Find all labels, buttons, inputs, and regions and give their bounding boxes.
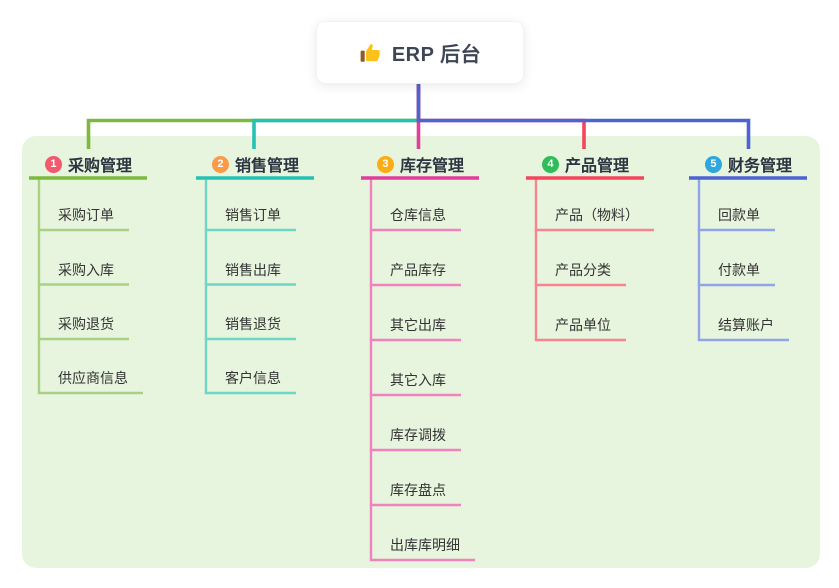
child-node[interactable]: 产品分类 bbox=[555, 262, 611, 278]
child-node[interactable]: 产品库存 bbox=[390, 262, 446, 278]
child-node[interactable]: 付款单 bbox=[718, 262, 760, 278]
branch-node-3[interactable]: 3 库存管理 bbox=[362, 151, 479, 177]
child-node[interactable]: 产品（物料） bbox=[555, 207, 639, 223]
child-node[interactable]: 供应商信息 bbox=[58, 370, 128, 386]
child-node[interactable]: 结算账户 bbox=[718, 317, 774, 333]
child-node[interactable]: 其它出库 bbox=[390, 317, 446, 333]
branch-label: 财务管理 bbox=[727, 158, 792, 175]
child-node[interactable]: 销售出库 bbox=[225, 261, 281, 278]
child-node[interactable]: 库存盘点 bbox=[390, 482, 446, 498]
child-node[interactable]: 客户信息 bbox=[225, 370, 281, 386]
branch-node-1[interactable]: 1 采购管理 bbox=[30, 151, 147, 177]
branch-index-badge: 1 bbox=[44, 155, 62, 173]
branch-label: 采购管理 bbox=[67, 158, 132, 175]
branch-index-badge: 2 bbox=[211, 155, 229, 173]
branch-label: 库存管理 bbox=[399, 158, 464, 175]
child-node[interactable]: 产品单位 bbox=[555, 317, 611, 333]
child-node[interactable]: 回款单 bbox=[718, 207, 760, 223]
root-node[interactable]: ERP 后台 bbox=[316, 21, 524, 84]
child-node[interactable]: 采购入库 bbox=[58, 261, 114, 278]
root-title: ERP 后台 bbox=[391, 44, 482, 66]
child-node[interactable]: 采购退货 bbox=[58, 316, 114, 332]
branch-node-2[interactable]: 2 销售管理 bbox=[197, 151, 314, 177]
branch-index-badge: 3 bbox=[376, 155, 394, 173]
child-node[interactable]: 其它入库 bbox=[390, 372, 446, 388]
branch-index-badge: 4 bbox=[541, 155, 559, 173]
branch-label: 销售管理 bbox=[234, 158, 299, 175]
branch-node-4[interactable]: 4 产品管理 bbox=[527, 151, 644, 177]
child-node[interactable]: 出库库明细 bbox=[390, 537, 460, 553]
thumbs-up-icon bbox=[359, 41, 383, 65]
child-node[interactable]: 采购订单 bbox=[58, 207, 114, 223]
branch-label: 产品管理 bbox=[564, 158, 629, 175]
child-node[interactable]: 销售订单 bbox=[225, 207, 281, 223]
child-node[interactable]: 仓库信息 bbox=[390, 207, 446, 223]
branch-node-5[interactable]: 5 财务管理 bbox=[690, 151, 807, 177]
child-node[interactable]: 库存调拨 bbox=[390, 427, 446, 443]
branch-index-badge: 5 bbox=[704, 155, 722, 173]
child-node[interactable]: 销售退货 bbox=[225, 316, 281, 332]
branches-panel bbox=[22, 136, 820, 568]
